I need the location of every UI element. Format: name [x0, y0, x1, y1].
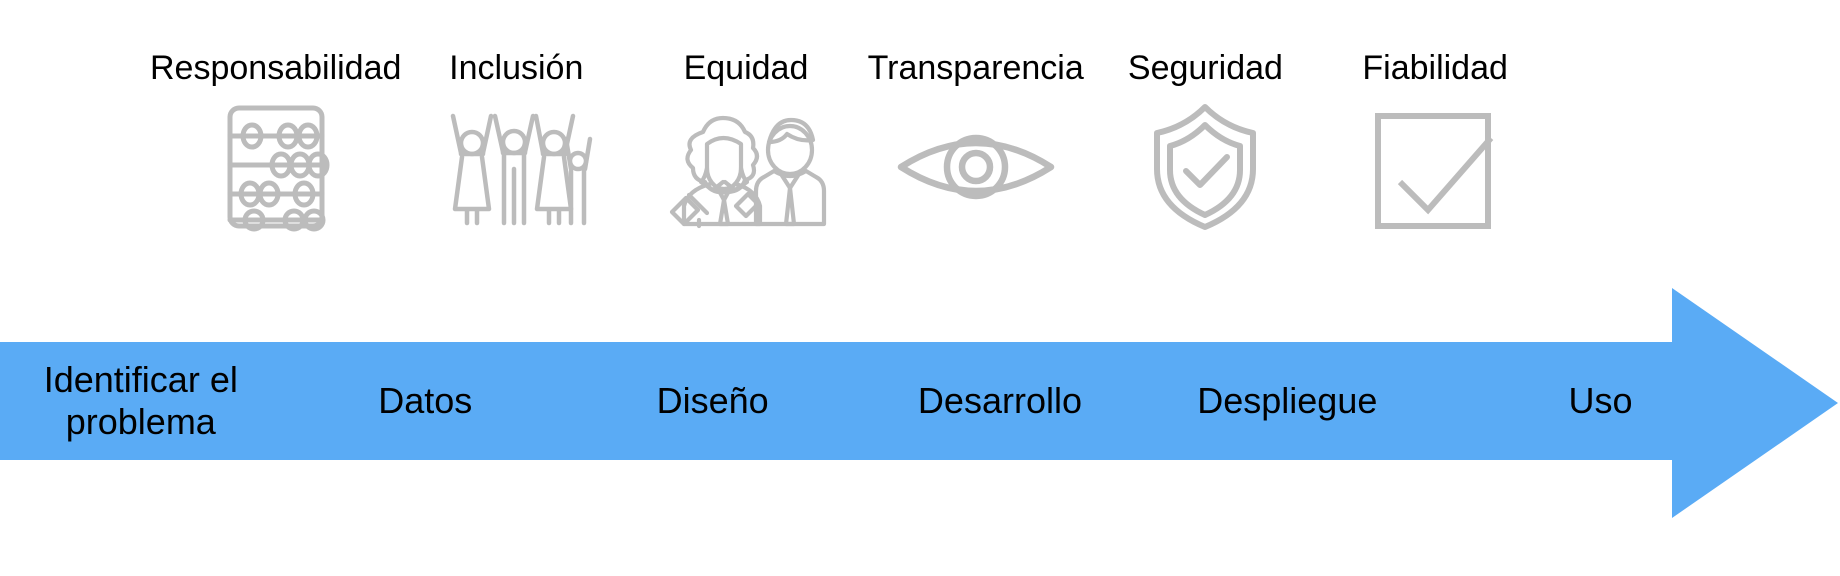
stage-uso: Uso: [1568, 380, 1633, 421]
stage-identificar-el-problema: Identificar el problema: [0, 359, 282, 443]
principle-label-inclusion: Inclusión: [449, 49, 584, 87]
stage-diseno: Diseño: [656, 380, 769, 421]
stage-label-line1: Identificar el: [43, 359, 238, 400]
stage-despliegue: Despliegue: [1197, 380, 1378, 421]
principle-seguridad: Seguridad: [1091, 48, 1321, 232]
principle-label-equidad: Equidad: [683, 49, 809, 87]
stage-label-line2: problema: [65, 401, 216, 442]
principle-fiabilidad: Fiabilidad: [1320, 48, 1550, 232]
principle-equidad: Equidad: [631, 48, 861, 232]
two-professionals-icon: [669, 102, 827, 232]
people-raised-arms-icon: [446, 102, 593, 232]
process-arrow: [0, 286, 1840, 520]
checkbox-check-icon: [1365, 102, 1505, 232]
eye-icon: [897, 102, 1054, 232]
stage-desarrollo: Desarrollo: [917, 380, 1082, 421]
principle-label-responsabilidad: Responsabilidad: [150, 49, 402, 87]
arrow-polygon: [0, 288, 1838, 518]
principle-responsabilidad: Responsabilidad: [150, 48, 401, 232]
shield-check-icon: [1135, 102, 1275, 232]
abacus-icon: [206, 102, 346, 232]
principle-transparencia: Transparencia: [861, 48, 1091, 232]
process-arrow-shape: [0, 288, 1838, 518]
principles-row: Responsabilidad: [150, 48, 1550, 248]
principle-label-transparencia: Transparencia: [867, 49, 1084, 87]
principle-label-seguridad: Seguridad: [1127, 49, 1283, 87]
principle-inclusion: Inclusión: [401, 48, 631, 232]
stage-datos: Datos: [378, 380, 473, 421]
stage-labels-row: Identificar el problema Datos Diseño Des…: [0, 342, 1770, 460]
principle-label-fiabilidad: Fiabilidad: [1362, 49, 1508, 87]
